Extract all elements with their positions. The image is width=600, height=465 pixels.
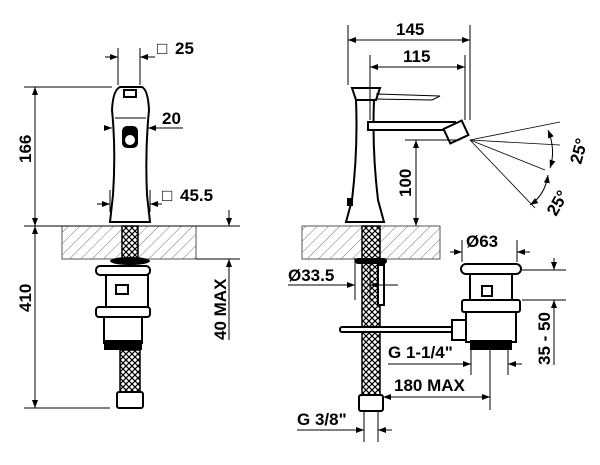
drain-cap	[460, 263, 522, 275]
dim-drain-cap-diameter: Ø63	[466, 232, 498, 251]
side-view: 25° 25° 145 115 100 Ø33.5 Ø63	[288, 20, 592, 442]
dim-drain-thread: G 1-1/4"	[388, 343, 453, 362]
dim-spray-angle-upper: 25°	[567, 136, 592, 166]
faucet-body	[108, 86, 152, 223]
hose-connector	[358, 394, 384, 412]
drain-cap	[95, 265, 151, 276]
dim-spout-square: 25	[175, 39, 194, 58]
lever	[375, 93, 441, 101]
square-symbol: □	[157, 39, 167, 58]
square-symbol: □	[162, 186, 172, 205]
dim-rod-length: 180 MAX	[394, 376, 466, 395]
nozzle	[442, 119, 470, 145]
hose-connector	[116, 391, 144, 409]
dim-height-below-deck: 410	[16, 284, 35, 312]
supply-hose	[361, 225, 381, 397]
supply-hose	[119, 349, 141, 393]
spray-fan	[469, 121, 561, 209]
dim-supply-thread: G 3/8"	[297, 410, 347, 429]
pop-up-linkage	[339, 326, 461, 333]
dim-height-above-deck: 166	[16, 135, 35, 163]
spout	[367, 121, 456, 131]
supply-hose	[121, 225, 139, 263]
dim-base-square: 45.5	[180, 186, 213, 205]
dim-spout-height: 100	[396, 169, 415, 197]
lever-cap	[123, 89, 137, 98]
front-view: □ 25 20 □ 45.5 166 410 40 MAX	[16, 39, 240, 409]
dim-deck-thickness: 40 MAX	[211, 278, 230, 340]
dim-spray-angle-lower: 25°	[543, 187, 572, 219]
dim-spout-reach: 115	[403, 47, 430, 66]
dim-overall-reach: 145	[396, 20, 424, 39]
dim-handle-width: 20	[162, 109, 181, 128]
dim-hole-diameter: Ø33.5	[288, 266, 334, 285]
dim-drain-adjust: 35 - 50	[535, 312, 554, 365]
